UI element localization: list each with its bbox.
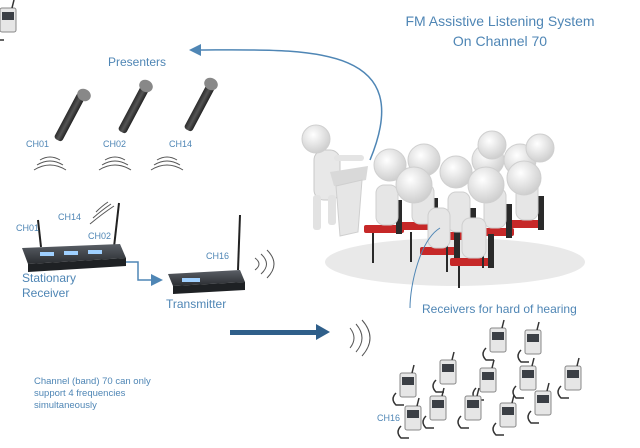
transmitter-channel: CH16: [206, 251, 230, 261]
audience-rows: [364, 130, 555, 288]
stationary-receiver-label-2: Receiver: [22, 286, 70, 300]
feedback-arrow: [189, 43, 383, 161]
presenters-label: Presenters: [108, 55, 167, 69]
portable-receivers: [0, 0, 582, 439]
title-line-2: On Channel 70: [452, 33, 548, 49]
transmit-arrow: [230, 324, 330, 340]
receiver-incoming-channel: CH14: [58, 212, 82, 222]
microphone-2: [118, 79, 153, 134]
audience-scene: [301, 124, 585, 309]
transmitter-label: Transmitter: [166, 297, 227, 311]
receiver-antenna-left-channel: CH01: [16, 223, 40, 233]
presenter-figure: [301, 124, 364, 230]
mic-waves: [33, 156, 371, 357]
mic-channel-2: CH02: [103, 139, 127, 149]
receivers-label: Receivers for hard of hearing: [422, 302, 577, 316]
receiver-antenna-right-channel: CH02: [88, 231, 112, 241]
microphone-1: [54, 88, 91, 142]
mic-channel-1: CH01: [26, 139, 50, 149]
receivers-channel: CH16: [377, 413, 401, 423]
microphone-3: [184, 77, 218, 132]
portable-receiver-unit: [0, 0, 17, 41]
channel-capacity-note: Channel (band) 70 can only support 4 fre…: [34, 376, 151, 411]
stationary-receiver-label-1: Stationary: [22, 271, 77, 285]
receiver-to-transmitter-line: [126, 261, 163, 286]
mic-channel-3: CH14: [169, 139, 193, 149]
stationary-receiver-device: [22, 202, 126, 272]
podium: [330, 166, 368, 237]
title-line-1: FM Assistive Listening System: [405, 13, 595, 29]
transmitter-device: [168, 214, 245, 294]
